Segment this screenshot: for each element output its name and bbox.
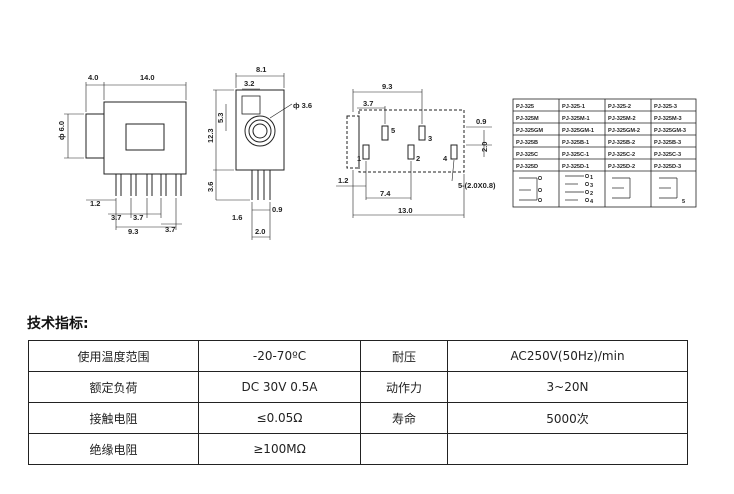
- dim-7-4: 7.4: [380, 189, 391, 198]
- dim-13-0: 13.0: [398, 206, 413, 215]
- dim-5-3: 5.3: [216, 113, 225, 123]
- dim-4-0: 4.0: [88, 73, 98, 82]
- specs-table: 使用温度范围 -20-70ºC 耐压 AC250V(50Hz)/min 额定负荷…: [28, 340, 688, 465]
- schematic-pin: 4: [590, 199, 594, 205]
- pin-label-3: 3: [428, 134, 432, 143]
- model-cell: PJ-325C-2: [608, 152, 635, 158]
- model-cell: PJ-325M-3: [654, 116, 682, 122]
- dim-1-2: 1.2: [90, 199, 100, 208]
- spec-value: 3~20N: [447, 371, 688, 403]
- model-cell: PJ-325C-3: [654, 152, 681, 158]
- model-cell: PJ-325-2: [608, 104, 631, 110]
- spec-value: AC250V(50Hz)/min: [447, 340, 688, 372]
- table-row: 使用温度范围 -20-70ºC 耐压 AC250V(50Hz)/min: [28, 340, 688, 372]
- model-cell: PJ-325D-1: [562, 164, 589, 170]
- model-table-labels: PJ-325 PJ-325-1 PJ-325-2 PJ-325-3 PJ-325…: [516, 104, 686, 170]
- spec-value: 5000次: [447, 402, 688, 434]
- front-view: [64, 82, 187, 230]
- model-cell: PJ-325B-3: [654, 140, 681, 146]
- model-cell: PJ-325D-3: [654, 164, 681, 170]
- schematic-pin-labels: 1 3 2 4 5: [590, 175, 685, 205]
- schematic-pin: 1: [590, 175, 593, 181]
- model-cell: PJ-325GM-3: [654, 128, 686, 134]
- spec-value: ≥100MΩ: [198, 433, 361, 465]
- dim-14-0: 14.0: [140, 73, 155, 82]
- spec-value: [447, 433, 688, 465]
- dim-phi-3-6: ф 3.6: [293, 101, 312, 110]
- model-cell: PJ-325-3: [654, 104, 677, 110]
- dim-2-0: 2.0: [255, 227, 265, 236]
- spec-value: DC 30V 0.5A: [198, 371, 361, 403]
- model-cell: PJ-325C: [516, 152, 538, 158]
- dim-2-0-pcb: 2.0: [480, 142, 489, 152]
- dim-phi-6-0: ф 6.0: [57, 121, 66, 140]
- spec-value: ≤0.05Ω: [198, 402, 361, 434]
- pin-label-1: 1: [357, 154, 361, 163]
- model-cell: PJ-325M-2: [608, 116, 636, 122]
- section-title: 技术指标:: [27, 316, 89, 332]
- model-cell: PJ-325D: [516, 164, 538, 170]
- dim-1-6: 1.6: [232, 213, 242, 222]
- model-cell: PJ-325M-1: [562, 116, 590, 122]
- dim-8-1: 8.1: [256, 65, 266, 74]
- model-cell: PJ-325GM-2: [608, 128, 640, 134]
- model-table: [512, 98, 697, 208]
- spec-label: 使用温度范围: [28, 340, 199, 372]
- model-cell: PJ-325GM: [516, 128, 543, 134]
- dim-3-2: 3.2: [244, 79, 254, 88]
- model-cell: PJ-325C-1: [562, 152, 589, 158]
- dim-9-3-pcb: 9.3: [382, 82, 392, 91]
- side-view: [213, 73, 293, 240]
- spec-label: [360, 433, 448, 465]
- technical-drawing: 4.0 14.0 ф 6.0 1.2 3.7 3.7 9.3 3.7 8.1 3…: [0, 0, 734, 245]
- model-cell: PJ-325GM-1: [562, 128, 594, 134]
- spec-label: 绝缘电阻: [28, 433, 199, 465]
- dim-3-7-pcb: 3.7: [363, 99, 373, 108]
- table-row: 接触电阻 ≤0.05Ω 寿命 5000次: [28, 402, 688, 434]
- spec-value: -20-70ºC: [198, 340, 361, 372]
- dim-3-7-c: 3.7: [165, 225, 175, 234]
- pin-label-2: 2: [416, 154, 420, 163]
- spec-label: 动作力: [360, 371, 448, 403]
- model-cell: PJ-325M: [516, 116, 539, 122]
- model-cell: PJ-325B: [516, 140, 538, 146]
- model-cell: PJ-325B-2: [608, 140, 635, 146]
- dim-pad-size: 5-(2.0X0.8): [458, 181, 496, 190]
- dim-3-6: 3.6: [206, 182, 215, 192]
- model-cell: PJ-325-1: [562, 104, 585, 110]
- table-row: 绝缘电阻 ≥100MΩ: [28, 433, 688, 465]
- dim-3-7-a: 3.7: [111, 213, 121, 222]
- table-row: 额定负荷 DC 30V 0.5A 动作力 3~20N: [28, 371, 688, 403]
- model-cell: PJ-325D-2: [608, 164, 635, 170]
- schematic-pin: 3: [590, 183, 593, 189]
- pcb-footprint: [336, 89, 492, 218]
- spec-label: 额定负荷: [28, 371, 199, 403]
- dim-12-3: 12.3: [206, 128, 215, 143]
- dim-0-9-pcb: 0.9: [476, 117, 486, 126]
- spec-label: 接触电阻: [28, 402, 199, 434]
- schematic-symbols: [519, 174, 678, 202]
- spec-label: 寿命: [360, 402, 448, 434]
- dim-1-2-pcb: 1.2: [338, 176, 348, 185]
- pin-label-4: 4: [443, 154, 448, 163]
- dim-0-9: 0.9: [272, 205, 282, 214]
- model-cell: PJ-325B-1: [562, 140, 589, 146]
- dim-3-7-b: 3.7: [133, 213, 143, 222]
- pin-label-5: 5: [391, 126, 395, 135]
- schematic-pin: 2: [590, 191, 593, 197]
- spec-label: 耐压: [360, 340, 448, 372]
- model-cell: PJ-325: [516, 104, 534, 110]
- dim-9-3: 9.3: [128, 227, 138, 236]
- schematic-pin: 5: [682, 199, 685, 205]
